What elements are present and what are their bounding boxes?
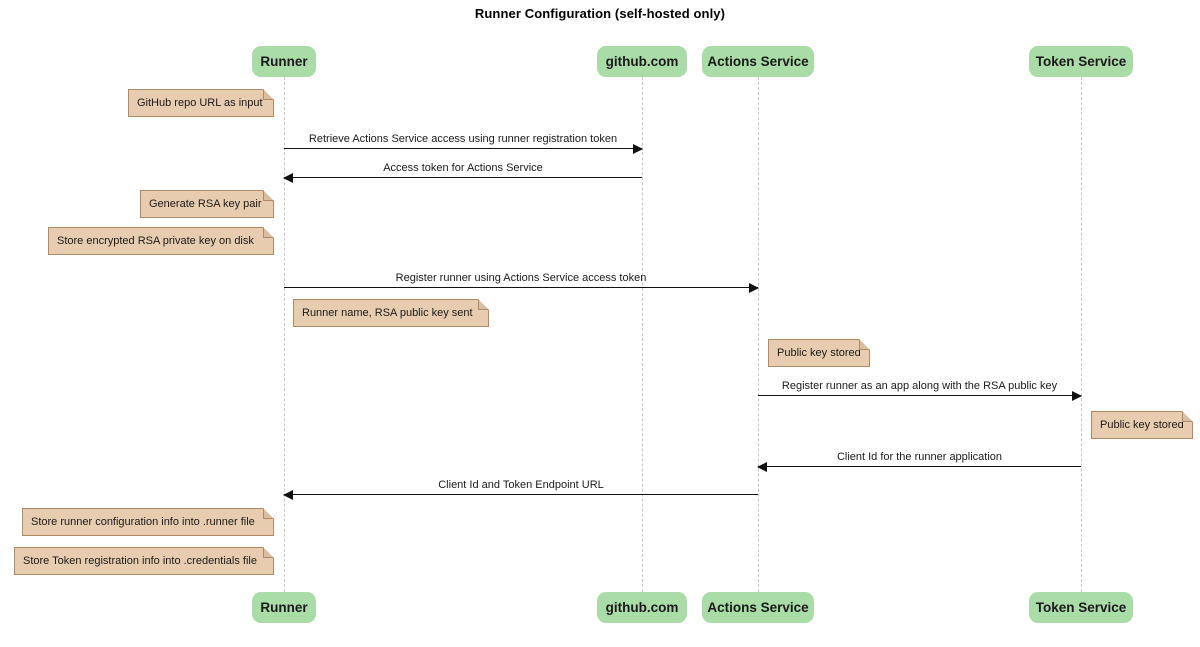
- note-public-key-stored-2[interactable]: Public key stored: [1091, 411, 1193, 439]
- lifeline-runner: [284, 77, 285, 592]
- participant-token-top[interactable]: Token Service: [1029, 46, 1133, 77]
- message-line: [284, 287, 758, 288]
- message-line: [284, 494, 758, 495]
- note-fold-icon: [263, 190, 274, 201]
- participant-label: github.com: [605, 600, 679, 615]
- message-label: Retrieve Actions Service access using ru…: [308, 133, 618, 145]
- participant-token-bottom[interactable]: Token Service: [1029, 592, 1133, 623]
- arrowhead-icon: [749, 282, 759, 293]
- note-store-token-reg[interactable]: Store Token registration info into .cred…: [14, 547, 274, 575]
- message-label: Register runner as an app along with the…: [781, 380, 1058, 392]
- message-label: Client Id for the runner application: [836, 451, 1003, 463]
- participant-github-top[interactable]: github.com: [597, 46, 687, 77]
- msg-client-id-endpoint[interactable]: Client Id and Token Endpoint URL: [283, 479, 758, 500]
- participant-actions-top[interactable]: Actions Service: [702, 46, 814, 77]
- lifeline-actions: [758, 77, 759, 592]
- note-store-private-key[interactable]: Store encrypted RSA private key on disk: [48, 227, 274, 255]
- note-fold-icon: [263, 508, 274, 519]
- arrowhead-icon: [633, 143, 643, 154]
- participant-github-bottom[interactable]: github.com: [597, 592, 687, 623]
- message-label: Register runner using Actions Service ac…: [395, 272, 647, 284]
- participant-label: github.com: [605, 54, 679, 69]
- message-label: Access token for Actions Service: [383, 162, 543, 174]
- note-text: Store runner configuration info into .ru…: [31, 516, 255, 528]
- note-text: Runner name, RSA public key sent: [302, 307, 473, 319]
- message-line: [284, 148, 642, 149]
- note-fold-icon: [478, 299, 489, 310]
- msg-client-id[interactable]: Client Id for the runner application: [757, 451, 1081, 472]
- note-text: Public key stored: [777, 347, 861, 359]
- msg-retrieve-actions-access[interactable]: Retrieve Actions Service access using ru…: [284, 133, 643, 154]
- arrowhead-icon: [1072, 390, 1082, 401]
- participant-label: Runner: [260, 54, 308, 69]
- note-generate-rsa[interactable]: Generate RSA key pair: [140, 190, 274, 218]
- message-line: [758, 466, 1081, 467]
- note-github-repo-url[interactable]: GitHub repo URL as input: [128, 89, 274, 117]
- msg-register-app[interactable]: Register runner as an app along with the…: [758, 380, 1082, 401]
- note-fold-icon: [263, 227, 274, 238]
- page-title: Runner Configuration (self-hosted only): [474, 6, 726, 21]
- msg-access-token[interactable]: Access token for Actions Service: [283, 162, 642, 183]
- participant-label: Actions Service: [707, 54, 809, 69]
- arrowhead-icon: [283, 489, 293, 500]
- message-label: Client Id and Token Endpoint URL: [438, 479, 604, 491]
- participant-runner-bottom[interactable]: Runner: [252, 592, 316, 623]
- participant-label: Token Service: [1035, 54, 1127, 69]
- note-fold-icon: [1182, 411, 1193, 422]
- participant-label: Actions Service: [707, 600, 809, 615]
- note-fold-icon: [859, 339, 870, 350]
- note-store-runner-config[interactable]: Store runner configuration info into .ru…: [22, 508, 274, 536]
- note-text: GitHub repo URL as input: [137, 97, 263, 109]
- note-text: Store encrypted RSA private key on disk: [57, 235, 254, 247]
- msg-register-runner[interactable]: Register runner using Actions Service ac…: [284, 272, 759, 293]
- participant-label: Runner: [260, 600, 308, 615]
- note-runner-name-pubkey[interactable]: Runner name, RSA public key sent: [293, 299, 489, 327]
- note-text: Generate RSA key pair: [149, 198, 262, 210]
- arrowhead-icon: [757, 461, 767, 472]
- note-text: Public key stored: [1100, 419, 1184, 431]
- participant-actions-bottom[interactable]: Actions Service: [702, 592, 814, 623]
- note-fold-icon: [263, 547, 274, 558]
- arrowhead-icon: [283, 172, 293, 183]
- note-fold-icon: [263, 89, 274, 100]
- participant-label: Token Service: [1035, 600, 1127, 615]
- participant-runner-top[interactable]: Runner: [252, 46, 316, 77]
- note-public-key-stored-1[interactable]: Public key stored: [768, 339, 870, 367]
- message-line: [284, 177, 642, 178]
- lifeline-token: [1081, 77, 1082, 592]
- message-line: [758, 395, 1081, 396]
- note-text: Store Token registration info into .cred…: [23, 555, 257, 567]
- lifeline-github: [642, 77, 643, 592]
